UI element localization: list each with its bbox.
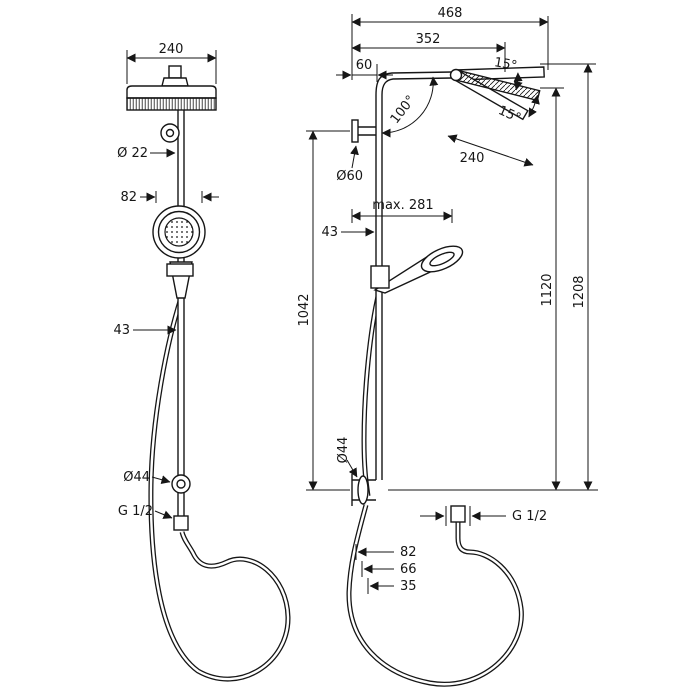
- dim-side-escutcheon: Ø44: [336, 437, 358, 478]
- riser-pipe-front: [177, 110, 185, 516]
- dim-side-height-1120: 1120: [388, 87, 598, 491]
- dim-label-side-35: 35: [400, 579, 417, 594]
- dim-front-head-width: 240: [126, 42, 217, 84]
- dim-label-side-43: 43: [321, 225, 338, 240]
- dim-label-side-240: 240: [460, 151, 485, 166]
- dim-side-height-1208: 1208: [540, 63, 596, 491]
- dim-label-side-66: 66: [400, 562, 417, 577]
- dim-side-fitting-66: 66: [361, 561, 417, 577]
- hose-nut-side: [450, 505, 466, 523]
- dim-side-offset-60: 60: [336, 58, 393, 82]
- wall-holder-front: [160, 123, 180, 143]
- dim-label-side-60: 60: [356, 58, 373, 73]
- wall-bracket-side: [351, 119, 376, 143]
- dim-side-offset-43: 43: [321, 225, 375, 240]
- dim-side-height-1042: 1042: [297, 130, 350, 491]
- hand-shower-front: [152, 205, 206, 299]
- dim-side-holder-reach: max. 281: [351, 198, 453, 223]
- dim-label-front-82: 82: [120, 190, 137, 205]
- dim-front-handshower-width: 82: [120, 190, 219, 205]
- dim-front-pipe-diameter: Ø 22: [117, 146, 176, 161]
- dim-label-front-240: 240: [159, 42, 184, 57]
- shower-hose-side-loop: [346, 504, 524, 687]
- hand-shower-side: [370, 245, 464, 294]
- dim-front-offset-43: 43: [113, 323, 177, 338]
- ball-joint: [449, 68, 463, 82]
- dim-label-side-1042: 1042: [297, 293, 312, 326]
- dim-label-side-max281: max. 281: [372, 198, 433, 213]
- hose-nut-front: [173, 515, 189, 531]
- dim-label-side-15a: 15°: [493, 55, 518, 74]
- dim-label-side-o60: Ø60: [336, 169, 363, 184]
- dim-label-side-1120: 1120: [540, 273, 555, 306]
- dim-label-side-o44: Ø44: [336, 437, 351, 464]
- dim-side-fitting-82: 82: [355, 544, 417, 560]
- dim-side-head-depth: 240: [447, 134, 534, 167]
- dim-side-thread: G 1/2: [420, 506, 547, 526]
- dim-front-escutcheon: Ø44: [123, 470, 171, 485]
- front-view: 240 Ø 22 82 43 Ø44 G 1/2: [113, 42, 291, 682]
- dim-label-front-g12: G 1/2: [118, 504, 153, 519]
- dim-side-reach-352: 352: [351, 32, 506, 72]
- dim-front-thread: G 1/2: [118, 504, 173, 519]
- overhead-shower-front: [126, 65, 217, 111]
- wall-outlet-side: [351, 474, 376, 506]
- dim-side-fitting-35: 35: [367, 578, 417, 594]
- dim-label-side-352: 352: [416, 32, 441, 47]
- escutcheon-front: [171, 474, 191, 494]
- shower-hose-front: [148, 297, 291, 682]
- dim-label-side-82: 82: [400, 545, 417, 560]
- dim-label-side-468: 468: [438, 6, 463, 21]
- dim-label-front-o22: Ø 22: [117, 146, 148, 161]
- dim-side-arm-angle: 100°: [381, 76, 439, 138]
- side-view: 468 352 60 100° 15° 15° 24: [297, 6, 598, 687]
- dim-side-reach-468: 468: [351, 6, 549, 80]
- dim-label-side-g12: G 1/2: [512, 509, 547, 524]
- dim-side-bracket: Ø60: [336, 145, 363, 184]
- dim-label-front-o44: Ø44: [123, 470, 150, 485]
- dim-label-side-1208: 1208: [572, 275, 587, 308]
- dim-label-front-43: 43: [113, 323, 130, 338]
